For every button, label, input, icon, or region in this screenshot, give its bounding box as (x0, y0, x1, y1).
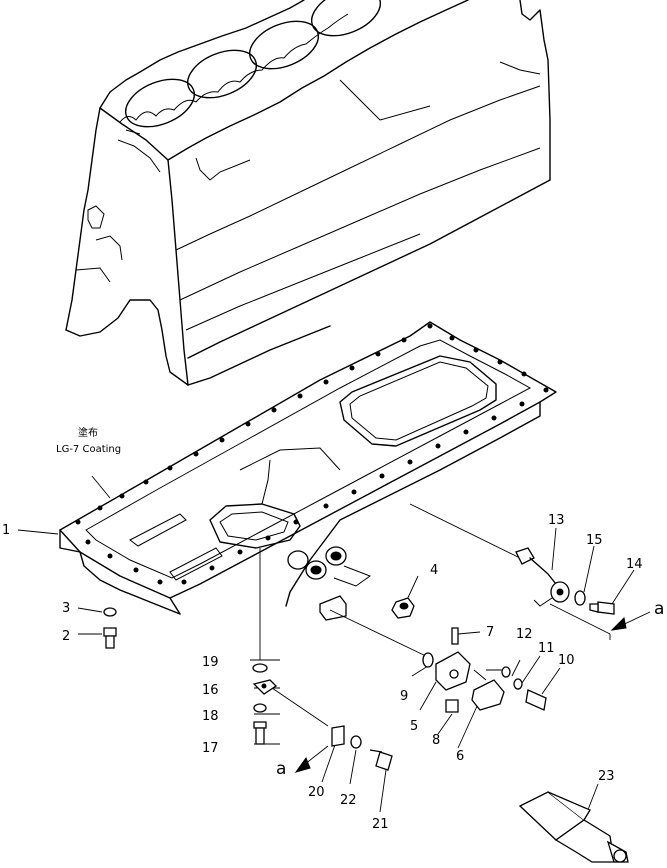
bolt-17 (253, 721, 267, 745)
dipstick-23 (518, 791, 629, 863)
coating-note: LG-7 Coating (56, 444, 121, 455)
washer-22 (350, 735, 362, 749)
bolt-8 (445, 699, 459, 713)
callout-17: 17 (202, 741, 219, 756)
callout-14: 14 (626, 557, 643, 572)
washer-12 (501, 666, 511, 678)
callout-23: 23 (598, 769, 615, 784)
callout-1: 1 (2, 523, 10, 538)
ref-label-left: a (276, 759, 286, 779)
callout-18: 18 (202, 709, 219, 724)
clip-20 (331, 725, 345, 747)
leader-lines (17, 475, 635, 821)
ref-arrow-left (294, 745, 329, 773)
callout-21: 21 (372, 817, 389, 832)
callout-2: 2 (62, 629, 70, 644)
washer-3 (103, 607, 117, 617)
callout-15: 15 (586, 533, 603, 548)
callout-10: 10 (558, 653, 575, 668)
callout-9: 9 (400, 689, 408, 704)
bolt-10 (525, 689, 547, 711)
bolt-2 (103, 627, 117, 649)
coating-kanji: 塗布 (78, 426, 98, 439)
callout-8: 8 (432, 733, 440, 748)
callout-19: 19 (202, 655, 219, 670)
engine-block (65, 0, 551, 386)
callout-13: 13 (548, 513, 565, 528)
callout-12: 12 (516, 627, 533, 642)
cover-5 (435, 651, 471, 691)
flange-bolt-holes (75, 323, 549, 585)
sensor-13 (515, 547, 570, 607)
callout-22: 22 (340, 793, 357, 808)
bracket-16 (252, 679, 278, 695)
bolt-21 (369, 749, 393, 771)
callout-16: 16 (202, 683, 219, 698)
plug-4 (391, 597, 415, 619)
callout-5: 5 (410, 719, 418, 734)
callout-11: 11 (538, 641, 555, 656)
callout-3: 3 (62, 601, 70, 616)
callout-4: 4 (430, 563, 438, 578)
washer-15 (574, 590, 586, 606)
oil-pan (59, 321, 557, 621)
ref-arrow-right (610, 611, 651, 631)
ref-label-right: a (654, 599, 664, 619)
pin-7 (451, 627, 459, 645)
bolt-14 (589, 601, 615, 615)
oring-9 (422, 652, 434, 668)
gasket-19 (252, 663, 268, 673)
washer-18 (253, 703, 267, 713)
callout-6: 6 (456, 749, 464, 764)
callout-7: 7 (486, 625, 494, 640)
fitting-6 (471, 679, 505, 711)
callout-20: 20 (308, 785, 325, 800)
washer-11 (513, 678, 523, 690)
